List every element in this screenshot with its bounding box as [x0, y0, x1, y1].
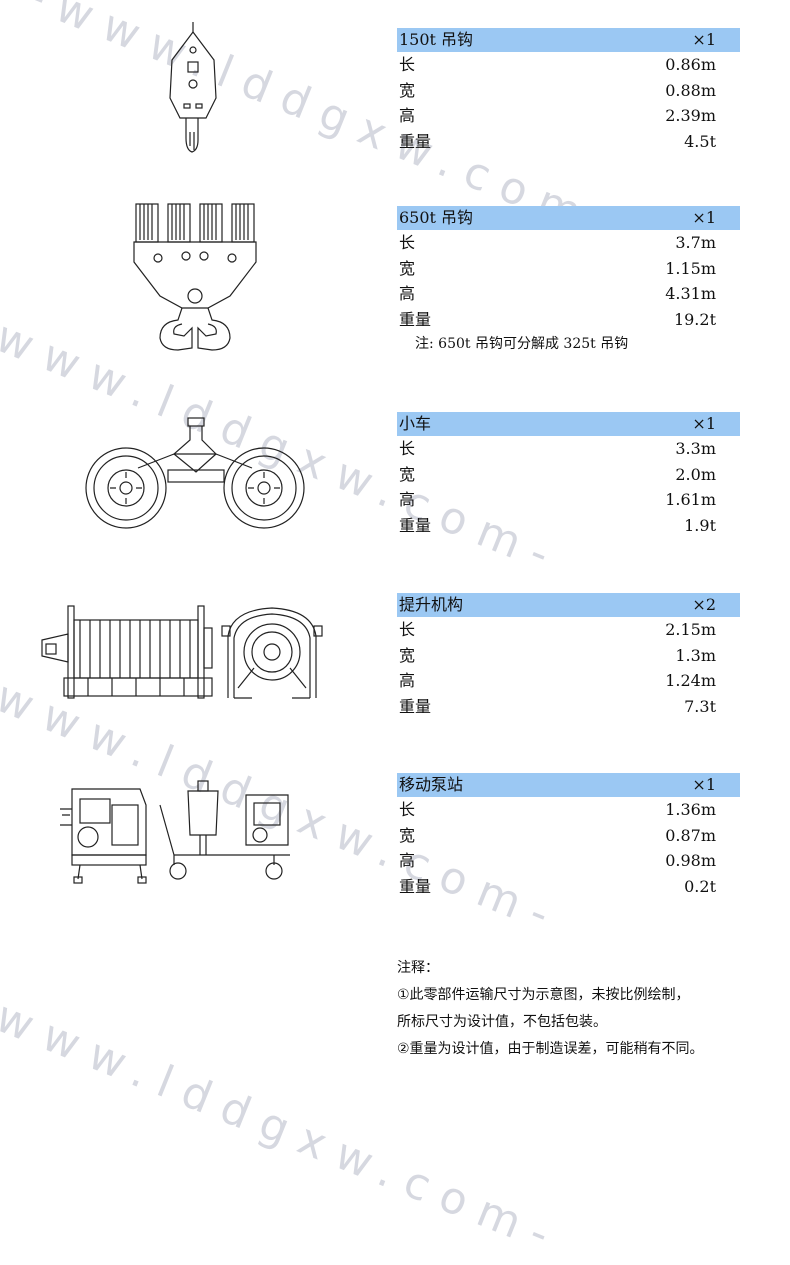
row-value: 2.39m [665, 106, 716, 125]
notes-title: 注释： [397, 960, 439, 976]
row-value: 4.5t [684, 131, 716, 151]
spec-row-length: 长 0.86m [397, 52, 740, 78]
spec-row-height: 高 0.98m [397, 848, 740, 874]
spec-note: 注: 650t 吊钩可分解成 325t 吊钩 [415, 336, 629, 352]
component-qty: ×1 [692, 414, 716, 433]
row-label: 宽 [399, 825, 416, 845]
row-value: 0.87m [665, 825, 716, 845]
spec-row-weight: 重量 19.2t [397, 307, 740, 333]
spec-row-height: 高 1.61m [397, 487, 740, 513]
row-value: 3.3m [675, 439, 716, 458]
row-label: 高 [399, 106, 416, 125]
component-qty: ×1 [692, 775, 716, 794]
spec-block-hoist-mechanism: 提升机构 ×2 长 2.15m 宽 1.3m 高 1.24m 重量 7.3t [397, 593, 740, 719]
row-label: 重量 [399, 696, 432, 716]
row-label: 重量 [399, 515, 432, 535]
row-label: 长 [399, 620, 416, 639]
row-value: 2.15m [665, 620, 716, 639]
row-value: 1.36m [665, 800, 716, 819]
spec-row-height: 高 4.31m [397, 281, 740, 307]
mobile-pump-station-illustration [60, 780, 290, 884]
spec-block-hook-650t: 650t 吊钩 ×1 长 3.7m 宽 1.15m 高 4.31m 重量 19.2t 注… [397, 206, 740, 356]
row-label: 宽 [399, 464, 416, 484]
spec-row-length: 长 3.3m [397, 436, 740, 462]
row-label: 重量 [399, 131, 432, 151]
row-value: 4.31m [665, 284, 716, 303]
row-label: 宽 [399, 645, 416, 665]
row-label: 重量 [399, 309, 432, 329]
component-name: 650t 吊钩 [399, 208, 474, 227]
spec-header: 提升机构 ×2 [397, 593, 740, 617]
row-label: 长 [399, 439, 416, 458]
spec-row-length: 长 3.7m [397, 230, 740, 256]
trolley-illustration [85, 417, 305, 529]
spec-row-height: 高 1.24m [397, 668, 740, 694]
spec-row-width: 宽 2.0m [397, 462, 740, 488]
spec-row-weight: 重量 1.9t [397, 513, 740, 539]
row-value: 1.3m [675, 645, 716, 665]
row-label: 高 [399, 284, 416, 303]
row-value: 1.9t [684, 515, 716, 535]
component-name: 提升机构 [399, 595, 464, 614]
spec-header: 150t 吊钩 ×1 [397, 28, 740, 52]
row-value: 1.61m [665, 490, 716, 509]
row-value: 3.7m [675, 233, 716, 252]
notes-line: 所标尺寸为设计值，不包括包装。 [397, 1014, 607, 1030]
row-value: 0.2t [684, 876, 716, 896]
row-value: 1.15m [665, 258, 716, 278]
spec-block-mobile-pump-station: 移动泵站 ×1 长 1.36m 宽 0.87m 高 0.98m 重量 0.2t [397, 773, 740, 899]
row-label: 高 [399, 490, 416, 509]
row-value: 2.0m [675, 464, 716, 484]
spec-row-weight: 重量 0.2t [397, 874, 740, 900]
component-name: 150t 吊钩 [399, 30, 474, 49]
row-value: 7.3t [684, 696, 716, 716]
row-label: 重量 [399, 876, 432, 896]
spec-block-trolley: 小车 ×1 长 3.3m 宽 2.0m 高 1.61m 重量 1.9t [397, 412, 740, 538]
component-qty: ×2 [692, 595, 716, 614]
component-name: 小车 [399, 414, 432, 433]
row-value: 0.86m [665, 55, 716, 74]
component-qty: ×1 [692, 208, 716, 227]
row-value: 0.98m [665, 851, 716, 870]
row-label: 高 [399, 851, 416, 870]
hook-150t-illustration [169, 22, 217, 153]
spec-row-length: 长 2.15m [397, 617, 740, 643]
spec-row-width: 宽 1.3m [397, 643, 740, 669]
spec-block-hook-150t: 150t 吊钩 ×1 长 0.86m 宽 0.88m 高 2.39m 重量 4.5t [397, 28, 740, 154]
spec-header: 小车 ×1 [397, 412, 740, 436]
notes-line: ②重量为设计值，由于制造误差，可能稍有不同。 [397, 1041, 704, 1057]
hook-650t-illustration [133, 203, 257, 351]
component-qty: ×1 [692, 30, 716, 49]
hoist-mechanism-illustration [41, 605, 323, 699]
footnotes: 注释： ①此零部件运输尺寸为示意图，未按比例绘制， 所标尺寸为设计值，不包括包装… [397, 955, 777, 1063]
row-label: 长 [399, 233, 416, 252]
row-value: 1.24m [665, 671, 716, 690]
component-name: 移动泵站 [399, 775, 464, 794]
row-label: 宽 [399, 80, 416, 100]
row-value: 0.88m [665, 80, 716, 100]
spec-row-width: 宽 0.88m [397, 78, 740, 104]
spec-header: 移动泵站 ×1 [397, 773, 740, 797]
notes-line: ①此零部件运输尺寸为示意图，未按比例绘制， [397, 987, 690, 1003]
spec-row-width: 宽 1.15m [397, 256, 740, 282]
spec-row-weight: 重量 7.3t [397, 694, 740, 720]
spec-header: 650t 吊钩 ×1 [397, 206, 740, 230]
row-label: 宽 [399, 258, 416, 278]
row-value: 19.2t [673, 309, 716, 329]
row-label: 长 [399, 800, 416, 819]
spec-row-height: 高 2.39m [397, 103, 740, 129]
spec-row-weight: 重量 4.5t [397, 129, 740, 155]
row-label: 高 [399, 671, 416, 690]
spec-row-width: 宽 0.87m [397, 823, 740, 849]
row-label: 长 [399, 55, 416, 74]
spec-row-length: 长 1.36m [397, 797, 740, 823]
